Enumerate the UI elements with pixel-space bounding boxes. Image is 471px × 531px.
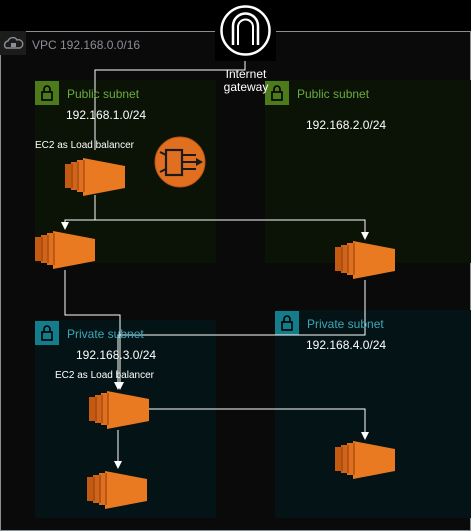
public-lb-annotation: EC2 as Load balancer: [35, 140, 134, 151]
gateway-label-line2: gateway: [223, 80, 269, 94]
private-subnet-4-cidr: 192.168.4.0/24: [306, 338, 387, 352]
public-subnet-1-cidr: 192.168.1.0/24: [66, 108, 147, 122]
public-subnet-1-title: Public subnet: [67, 87, 140, 101]
public-subnet-2-cidr: 192.168.2.0/24: [306, 118, 387, 132]
private-subnet-4-title: Private subnet: [307, 317, 384, 331]
gateway-label: Internet gateway: [212, 68, 280, 94]
connector-gateway-to-lb: [94, 61, 246, 150]
public-subnet-2-title: Public subnet: [297, 87, 370, 101]
load-balancer-icon: [154, 136, 206, 188]
cloud-lock-icon: [0, 31, 26, 55]
private-subnet-4-lock-icon: [274, 310, 300, 336]
gateway-label-line1: Internet: [225, 67, 267, 81]
vpc-label: VPC 192.168.0.0/16: [32, 38, 141, 52]
public-subnet-1-lock-icon: [34, 80, 60, 106]
public-subnet-2-box: [265, 80, 471, 263]
private-subnet-3-lock-icon: [34, 320, 60, 346]
connectors: [61, 61, 369, 469]
connector-left-to-private-lb: [64, 270, 124, 390]
connector-right-to-private-lb: [114, 280, 366, 390]
private-subnet-3-title: Private subnet: [67, 327, 144, 341]
private-lb-annotation: EC2 as Load balancer: [55, 370, 154, 381]
connector-lb-to-ec2-left: [61, 195, 96, 230]
private-subnet-3-cidr: 192.168.3.0/24: [76, 348, 157, 362]
connector-private-lb-to-ec2-4: [145, 408, 369, 440]
connector-lb-to-ec2-right: [95, 219, 369, 240]
private-subnet-4-box: [275, 310, 471, 518]
internet-gateway-icon: [215, 0, 276, 61]
